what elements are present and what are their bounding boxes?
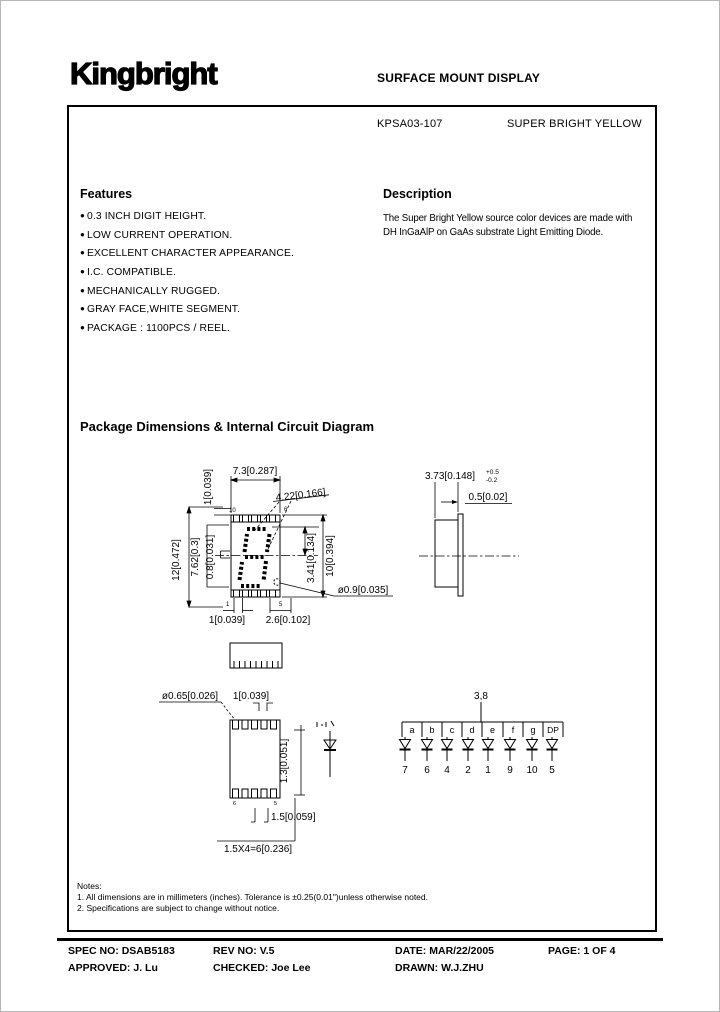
footer-date: DATE: MAR/22/2005	[395, 945, 495, 957]
dim-thickness-tol-minus: -0.2	[486, 477, 498, 484]
pin-callout-top-left: 10	[229, 508, 236, 514]
description-line: DH InGaAlP on GaAs substrate Light Emitt…	[383, 227, 604, 239]
dim-digit-width: 4.22[0.166]	[275, 487, 326, 504]
circuit-pin: 9	[507, 765, 513, 776]
bullet-icon: ●	[80, 211, 85, 220]
circuit-pin: 7	[402, 765, 408, 776]
segment-label: c	[450, 725, 455, 735]
feature-item: ●LOW CURRENT OPERATION.	[80, 229, 233, 241]
dim-digit-height: 7.62[0.3]	[190, 537, 201, 576]
note-line: 1. All dimensions are in millimeters (in…	[77, 891, 428, 902]
footer-divider	[57, 938, 663, 941]
back-view-labels: ø0.65[0.026] 1[0.039] 1.3[0.051] 1.5[0.0…	[162, 691, 316, 855]
segment-label: g	[530, 725, 535, 735]
dim-pad-length: 1.3[0.051]	[279, 739, 290, 784]
features-list: ●0.3 INCH DIGIT HEIGHT. ●LOW CURRENT OPE…	[80, 211, 294, 342]
dim-dp-diameter: ø0.9[0.035]	[338, 585, 389, 596]
front-view-labels: 7.3[0.287] 1[0.039] 4.22[0.166] 12[0.472…	[171, 466, 389, 626]
segment-label: f	[512, 725, 515, 735]
footer-rev-no: REV NO: V.5	[213, 945, 275, 957]
pin-callout-bottom-right: 5	[279, 602, 283, 608]
features-heading: Features	[80, 187, 133, 201]
front-view-dimensions	[186, 476, 393, 613]
feature-item: ●EXCELLENT CHARACTER APPEARANCE.	[80, 248, 295, 260]
back-pin-right: 5	[274, 801, 277, 807]
circuit-pin: 2	[465, 765, 471, 776]
description-text: The Super Bright Yellow source color dev…	[383, 212, 632, 240]
circuit-pin: 6	[424, 765, 430, 776]
back-view	[159, 701, 305, 842]
common-anode-pins: 3,8	[474, 691, 488, 702]
segment-label: b	[429, 725, 434, 735]
circuit-pin: 10	[526, 765, 538, 776]
side-view	[419, 482, 519, 597]
dim-dp-offset: 3.41[0.134]	[306, 533, 317, 583]
feature-item: ●GRAY FACE,WHITE SEGMENT.	[80, 304, 241, 316]
notes-title: Notes:	[77, 881, 102, 891]
circuit-labels: 3,8 a b c d e f g DP 7 6 4 2 1 9 10 5	[402, 691, 559, 776]
dim-pad-diameter: ø0.65[0.026]	[162, 691, 218, 702]
part-number: KPSA03-107	[377, 118, 443, 130]
pin-callout-bottom-left: 1	[226, 602, 230, 608]
internal-circuit	[316, 702, 564, 777]
seven-segment-digit	[237, 527, 272, 588]
feature-item: ●0.3 INCH DIGIT HEIGHT.	[80, 211, 207, 222]
circuit-pin: 5	[549, 765, 555, 776]
dim-overall-height: 12[0.472]	[171, 539, 182, 581]
emitted-color: SUPER BRIGHT YELLOW	[507, 118, 642, 130]
dim-pad-span-bottom: 2.6[0.102]	[266, 615, 311, 626]
pin-callout-top-right: 6	[284, 507, 288, 513]
footer-approved: APPROVED: J. Lu	[68, 962, 158, 974]
bullet-icon: ●	[80, 285, 85, 295]
dim-pad-width: 1[0.039]	[203, 469, 214, 505]
bullet-icon: ●	[80, 304, 85, 314]
footer-spec-no: SPEC NO: DSAB5183	[68, 945, 175, 957]
dim-top-width: 7.3[0.287]	[233, 466, 278, 477]
back-pin-left: 6	[233, 801, 236, 807]
dim-pitch-total: 1.5X4=6[0.236]	[224, 844, 292, 855]
dim-segment-width: 0.8[0.031]	[205, 535, 216, 580]
decimal-point	[273, 578, 281, 586]
notes-block: Notes: 1. All dimensions are in millimet…	[77, 881, 428, 913]
dim-flange: 0.5[0.02]	[469, 492, 508, 503]
top-view	[229, 642, 283, 669]
front-view	[215, 514, 318, 598]
segment-diodes	[398, 737, 559, 761]
content-frame	[67, 105, 657, 932]
bullet-icon: ●	[80, 323, 85, 333]
document-type-title: SURFACE MOUNT DISPLAY	[377, 71, 541, 85]
dim-body-height: 10[0.394]	[325, 535, 336, 577]
bullet-icon: ●	[80, 229, 85, 239]
legend-mark	[316, 720, 335, 727]
segment-label: e	[490, 725, 495, 735]
circuit-pin: 1	[485, 765, 491, 776]
description-heading: Description	[383, 187, 452, 201]
dim-pad-length2: 1.5[0.059]	[271, 812, 316, 823]
package-drawing: 7.3[0.287] 1[0.039] 4.22[0.166] 12[0.472…	[159, 466, 564, 855]
segment-label: d	[469, 725, 474, 735]
feature-item: ●MECHANICALLY RUGGED.	[80, 285, 221, 297]
circuit-pin: 4	[444, 765, 450, 776]
description-line: The Super Bright Yellow source color dev…	[383, 213, 633, 224]
note-line: 2. Specifications are subject to change …	[77, 902, 280, 913]
segment-label: a	[409, 725, 414, 735]
footer-drawn: DRAWN: W.J.ZHU	[395, 962, 484, 974]
kingbright-logo: Kingbright	[69, 55, 218, 91]
side-view-labels: 3.73[0.148] +0.5 -0.2 0.5[0.02]	[425, 469, 508, 503]
feature-item: ●PACKAGE : 1100PCS / REEL.	[80, 323, 230, 335]
bullet-icon: ●	[80, 248, 85, 258]
footer-checked: CHECKED: Joe Lee	[213, 962, 311, 974]
bullet-icon: ●	[80, 267, 85, 277]
dim-thickness-tol-plus: +0.5	[486, 469, 499, 476]
feature-item: ●I.C. COMPATIBLE.	[80, 267, 176, 279]
key-diode	[323, 731, 337, 777]
dim-pad-width-bottom: 1[0.039]	[209, 615, 245, 626]
segment-label: DP	[547, 725, 559, 735]
footer-page: PAGE: 1 OF 4	[548, 945, 616, 957]
dim-thickness: 3.73[0.148]	[425, 471, 475, 482]
package-dimensions-heading: Package Dimensions & Internal Circuit Di…	[80, 419, 375, 434]
dim-pad-pitch: 1[0.039]	[233, 691, 269, 702]
